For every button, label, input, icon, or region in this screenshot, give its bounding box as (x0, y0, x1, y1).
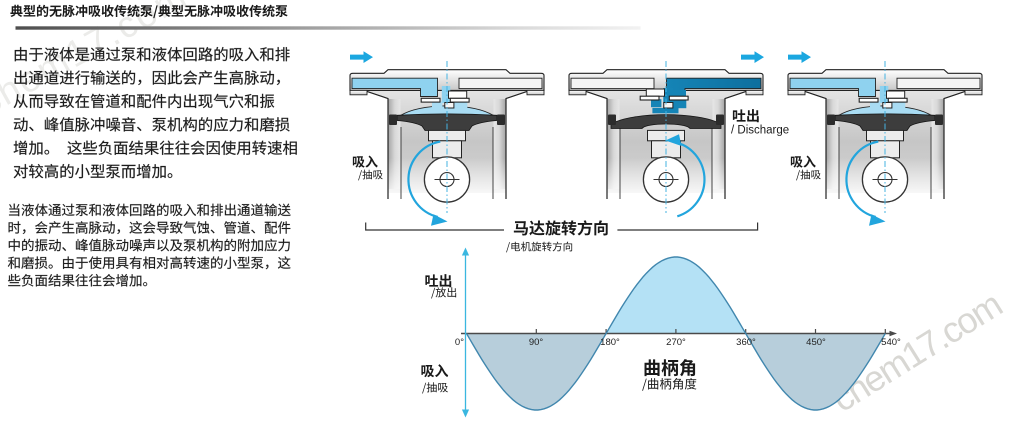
svg-text:90°: 90° (529, 337, 544, 348)
svg-text:540°: 540° (881, 337, 901, 348)
svg-text:180°: 180° (600, 337, 620, 348)
svg-text:0°: 0° (455, 337, 464, 348)
svg-text:360°: 360° (736, 337, 756, 348)
svg-text:270°: 270° (666, 337, 686, 348)
svg-text:/ Discharge: / Discharge (731, 125, 789, 137)
svg-text:450°: 450° (806, 337, 826, 348)
